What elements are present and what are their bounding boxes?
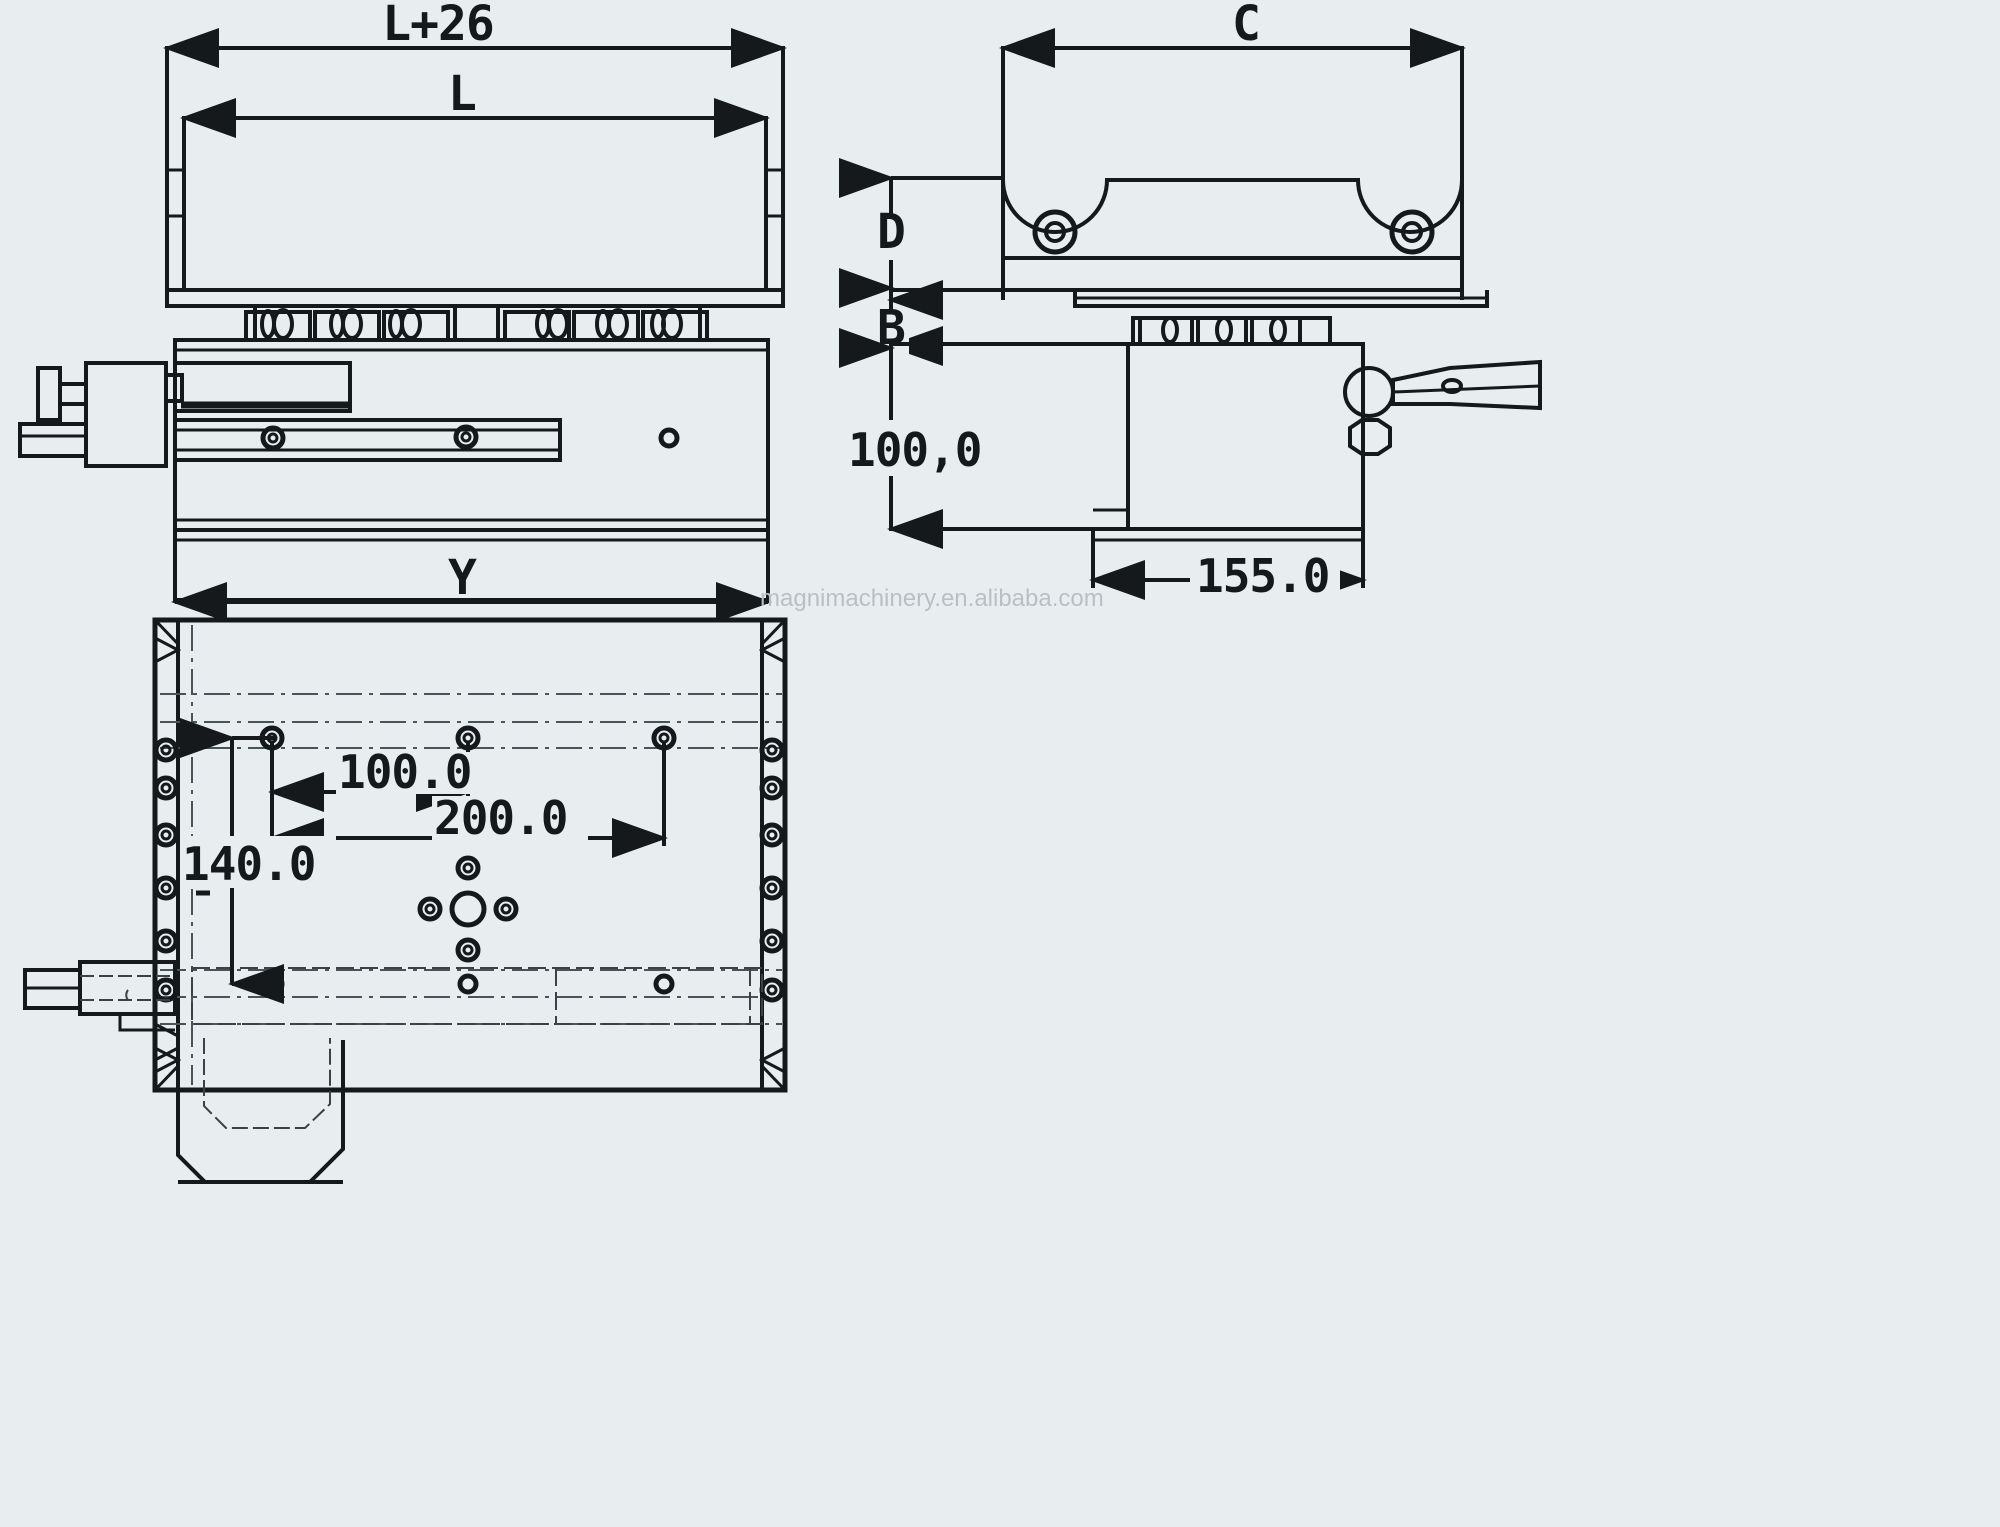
dimension-width-155 (1089, 529, 1367, 600)
label-L-plus-26: L+26 (382, 0, 494, 52)
label-Y: Y (448, 550, 477, 606)
front-main-body (18, 338, 770, 602)
plan-center-bolt-cluster (420, 858, 516, 960)
side-roller-row (1131, 316, 1332, 344)
dimension-text-layer: L+26 L Y C D B 100,0 155.0 100.0 200.0 1… (182, 0, 1330, 891)
label-D: D (877, 204, 905, 260)
label-C: C (1232, 0, 1260, 52)
label-B: B (877, 300, 905, 356)
plan-shaft-bore (449, 890, 487, 928)
front-carriage-plate (165, 46, 785, 308)
label-pitch-100: 100.0 (338, 745, 471, 799)
dimension-Y (171, 530, 772, 622)
dimension-D (839, 158, 1003, 320)
side-bearing-body (1001, 178, 1489, 308)
side-handle-mechanism (1343, 359, 1542, 456)
dimension-C (999, 28, 1466, 300)
plan-drive-shaft (23, 960, 177, 1032)
dimension-pitch-140 (180, 718, 336, 1004)
label-width-155: 155.0 (1196, 549, 1329, 603)
front-roller-assembly (244, 306, 709, 342)
dimension-pitch-100 (268, 742, 480, 812)
plan-cable-track (154, 1022, 345, 1184)
label-pitch-140: 140.0 (182, 837, 315, 891)
dimension-L (180, 98, 770, 290)
label-pitch-200: 200.0 (434, 791, 567, 845)
view-plan (23, 617, 788, 1184)
label-height-100: 100,0 (848, 423, 981, 477)
side-main-body (889, 342, 1542, 582)
dimension-height-100 (839, 328, 1093, 549)
view-front-elevation (18, 28, 787, 622)
label-L: L (448, 66, 476, 122)
view-side-elevation (839, 28, 1542, 600)
plan-edge-bolts-right (762, 740, 782, 1000)
